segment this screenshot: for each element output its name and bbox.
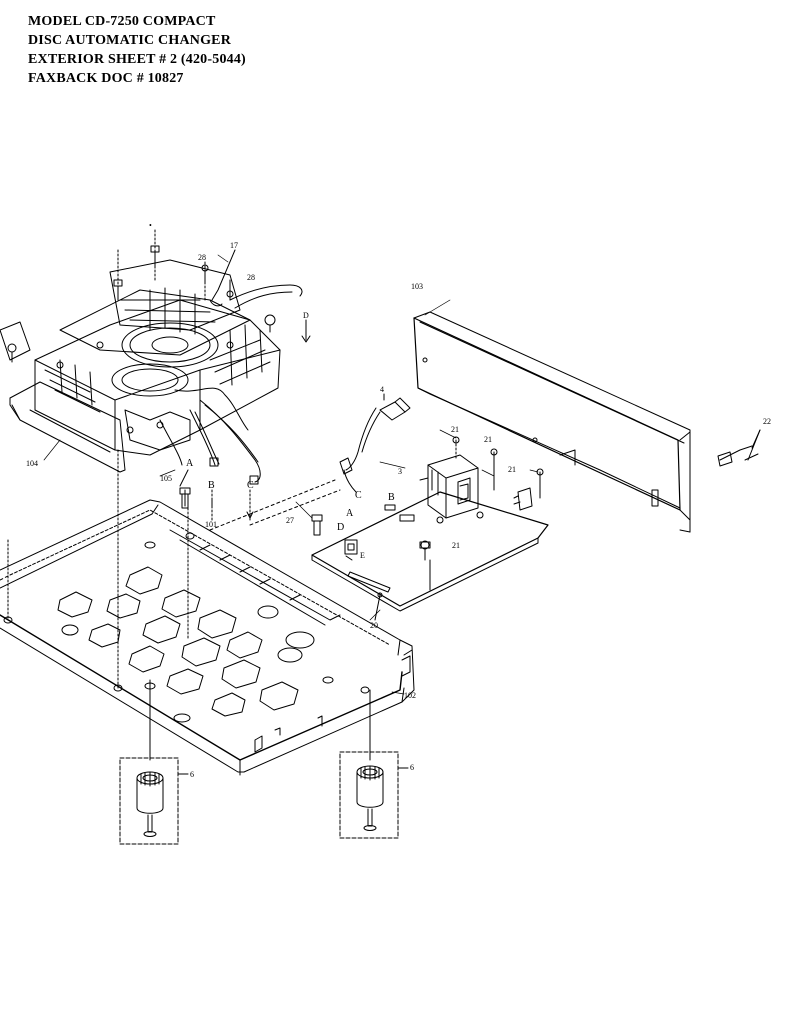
callout-top-dot: • [149, 221, 152, 230]
callout-4: 4 [380, 385, 384, 394]
callout-C-left: C [247, 480, 254, 491]
foot-assembly-right [339, 751, 409, 839]
power-cord-4 [339, 393, 411, 493]
callout-21-a: 21 [451, 425, 459, 434]
callout-B-left: B [208, 480, 215, 491]
callout-leaders [43, 254, 539, 695]
pcb-20 [311, 491, 549, 621]
rear-panel-103 [413, 311, 761, 533]
callout-22: 22 [763, 417, 771, 426]
callout-102: 102 [404, 691, 416, 700]
transformer-3 [419, 436, 544, 524]
callout-104: 104 [26, 459, 38, 468]
connection-lines [0, 479, 341, 581]
foot-assembly-left [119, 757, 189, 845]
callout-3: 3 [398, 467, 402, 476]
callout-21-c: 21 [508, 465, 516, 474]
callout-D-right: D [337, 522, 344, 533]
callout-103: 103 [411, 282, 423, 291]
screw-105-101 [179, 469, 254, 521]
bottom-chassis-102 [0, 449, 415, 776]
callout-C-right: C [355, 490, 362, 501]
sheet-label: EXTERIOR SHEET # 2 (420-5044) [28, 52, 246, 67]
callout-A-left: A [186, 458, 194, 469]
callout-20: 20 [370, 621, 378, 630]
callout-28-right: 28 [247, 273, 255, 282]
callout-6-right: 6 [410, 763, 414, 772]
model-title: MODEL CD-7250 COMPACT [28, 14, 216, 29]
callout-E-right: E [360, 551, 365, 560]
callout-A-right: A [346, 508, 354, 519]
screw-27 [311, 514, 323, 536]
callout-B-right: B [388, 492, 395, 503]
callout-21-d: 21 [452, 541, 460, 550]
callout-6-left: 6 [190, 770, 194, 779]
disc-mechanism-104 [0, 259, 303, 485]
callout-D-top: D [303, 311, 309, 320]
document-header: MODEL CD-7250 COMPACT DISC AUTOMATIC CHA… [28, 12, 246, 88]
callout-28-left: 28 [198, 253, 206, 262]
callout-17: 17 [230, 241, 238, 250]
product-name: DISC AUTOMATIC CHANGER [28, 33, 232, 48]
callout-101: 101 [205, 520, 217, 529]
faxback-doc-number: FAXBACK DOC # 10827 [28, 71, 184, 86]
callout-labels: • 17 28 28 D 103 4 21 21 21 21 22 3 104 … [26, 221, 771, 779]
callout-21-b: 21 [484, 435, 492, 444]
mechanism-screws [113, 229, 311, 343]
screw-21-pcb [419, 541, 431, 549]
callout-105: 105 [160, 474, 172, 483]
callout-27: 27 [286, 516, 294, 525]
